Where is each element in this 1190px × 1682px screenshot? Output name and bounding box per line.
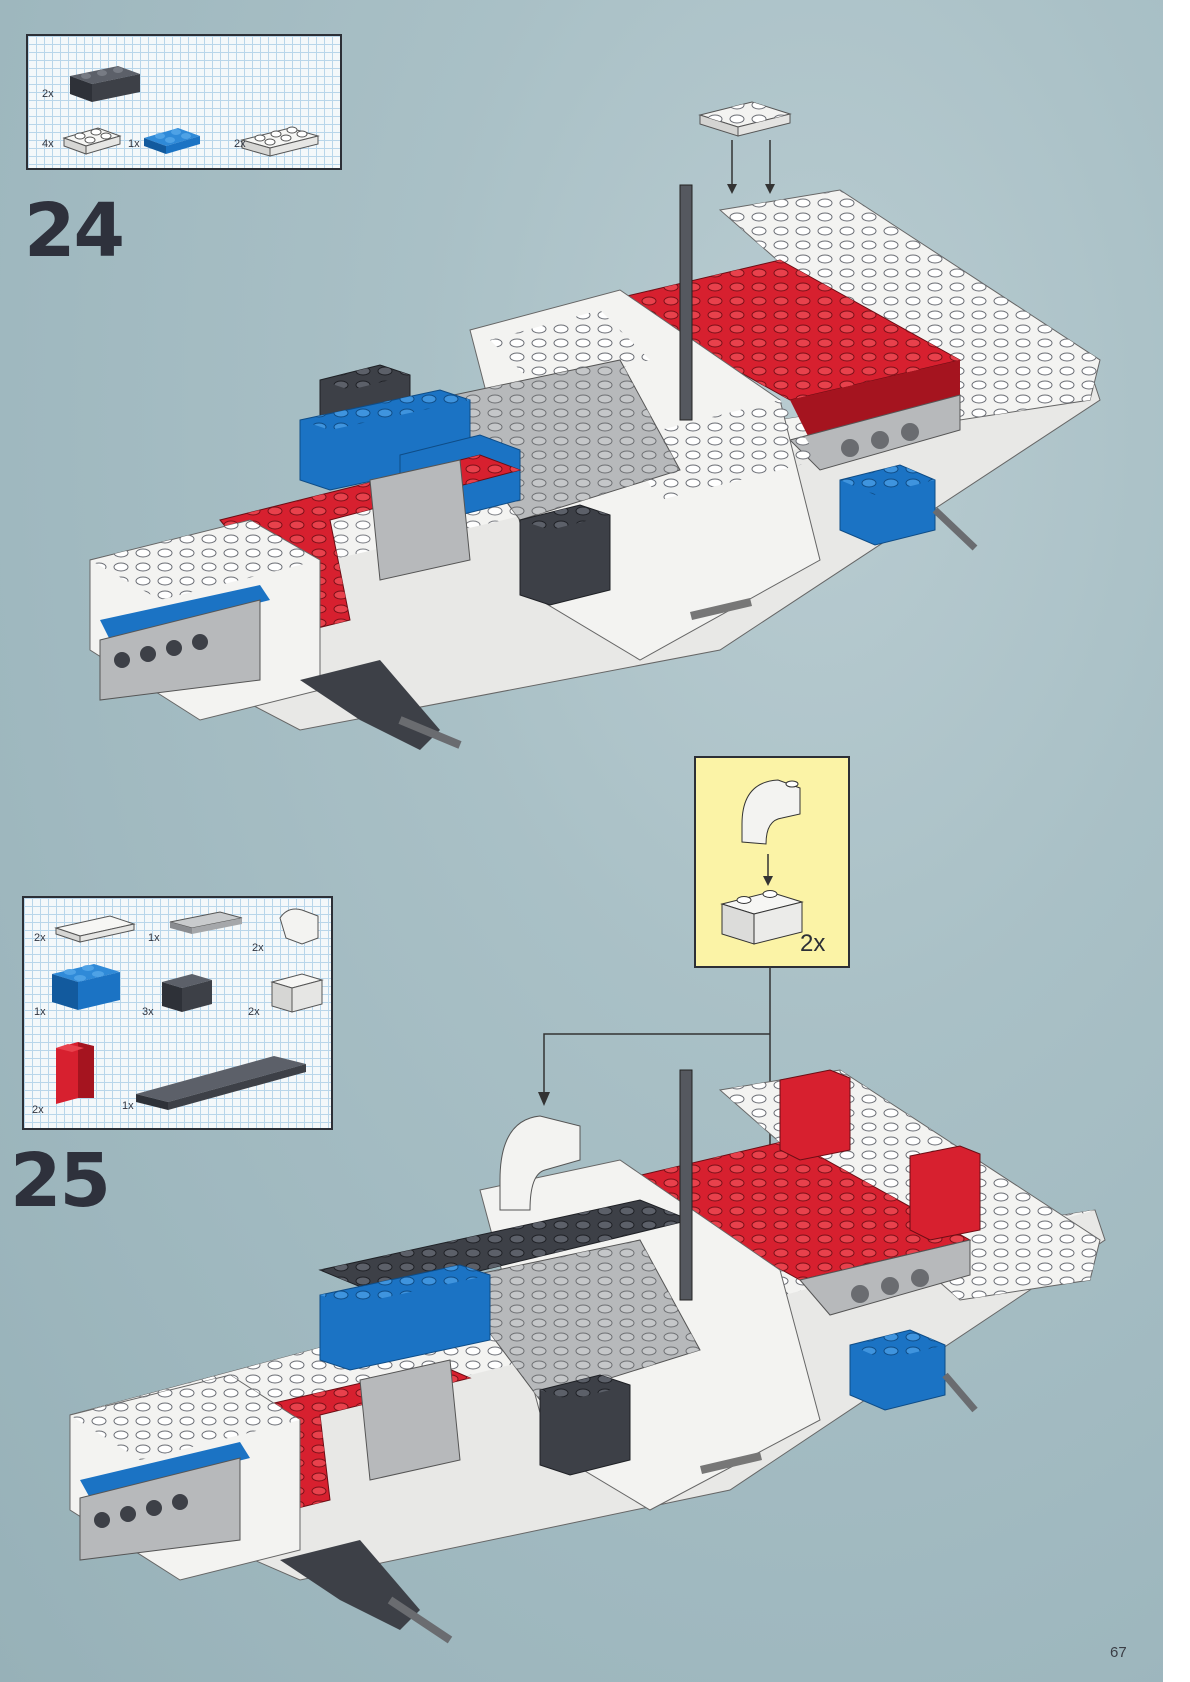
step-25-parts-art bbox=[24, 898, 331, 1128]
part-qty: 2x bbox=[32, 1104, 44, 1116]
step-24-model-illustration bbox=[0, 0, 1163, 780]
step-25-parts-box: 2x 1x 2x 1x 3x 2x 2x 1x bbox=[22, 896, 333, 1130]
subassembly-qty: 2x bbox=[800, 930, 825, 958]
chassis-body bbox=[70, 1070, 1105, 1640]
chassis-body bbox=[90, 185, 1100, 750]
falling-plate-icon bbox=[700, 102, 790, 194]
part-qty: 1x bbox=[148, 932, 160, 944]
white-brick-1x2-icon bbox=[722, 891, 802, 945]
white-plate-1x4-icon bbox=[56, 916, 134, 942]
white-brick-1x2-icon bbox=[272, 974, 322, 1012]
red-panel-icon bbox=[56, 1042, 94, 1104]
part-qty: 3x bbox=[142, 1006, 154, 1018]
part-qty: 1x bbox=[122, 1100, 134, 1112]
white-curved-slope-icon bbox=[280, 909, 318, 944]
part-qty: 1x bbox=[34, 1006, 46, 1018]
gray-grille-tile-icon bbox=[170, 912, 242, 934]
part-qty: 2x bbox=[252, 942, 264, 954]
instruction-page: 2x 4x 1x 2x 24 bbox=[0, 0, 1163, 1682]
dark-gray-plate-1x8-icon bbox=[136, 1056, 306, 1110]
part-qty: 2x bbox=[34, 932, 46, 944]
part-qty: 2x bbox=[248, 1006, 260, 1018]
page-number: 67 bbox=[1110, 1644, 1127, 1661]
subassembly-callout: 2x bbox=[694, 756, 850, 968]
white-curved-slope-icon bbox=[742, 780, 800, 844]
callout-arrows bbox=[544, 966, 770, 1436]
step-number-25: 25 bbox=[10, 1138, 109, 1224]
blue-brick-2x2-icon bbox=[52, 964, 120, 1010]
dark-gray-brick-1x2-icon bbox=[162, 974, 212, 1012]
